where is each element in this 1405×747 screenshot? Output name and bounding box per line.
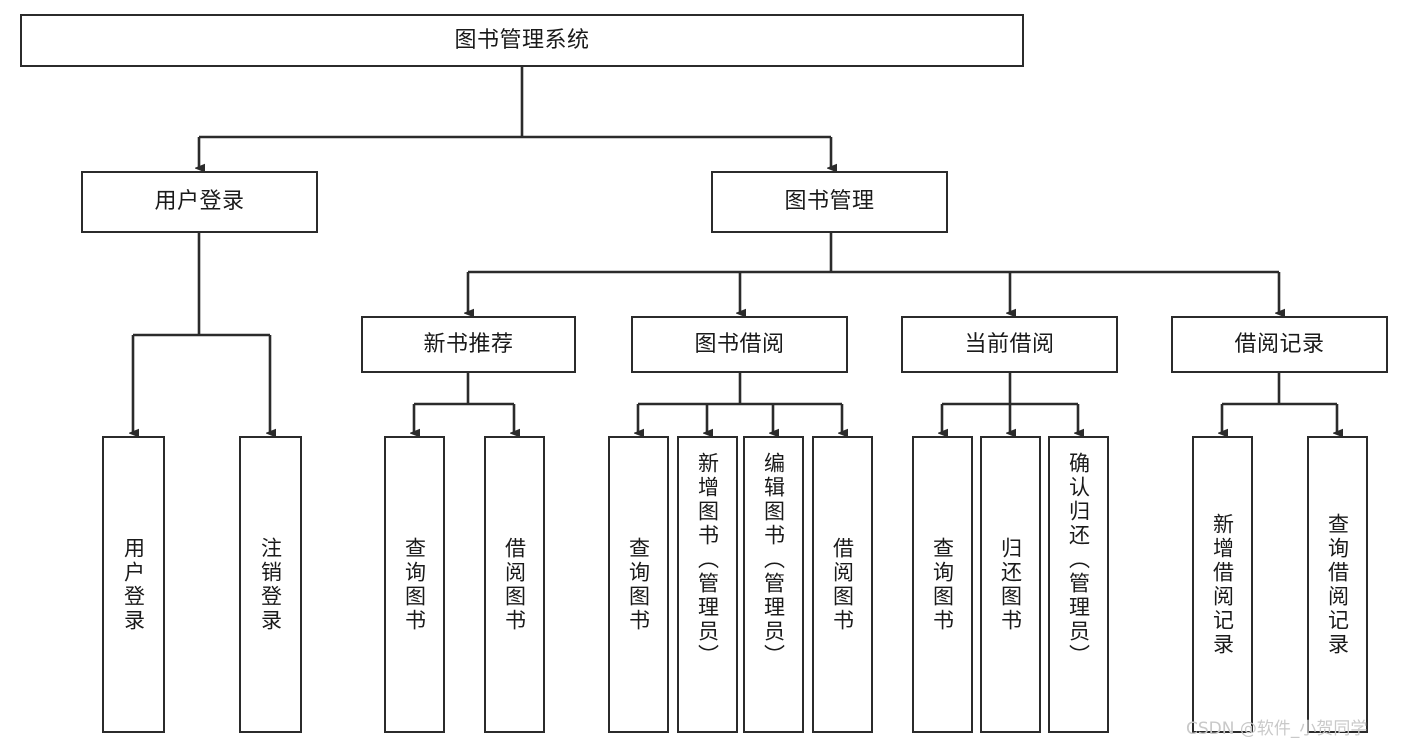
node-leaf-borrow-book-new-label: 借阅图书 [502,536,527,633]
node-new-book-recommend-label: 新书推荐 [423,331,514,357]
node-leaf-add-borrow-record[interactable]: 新增借阅记录 [1192,436,1253,733]
node-borrow-record[interactable]: 借阅记录 [1171,316,1388,373]
node-leaf-edit-book-admin-label: 编辑图书（管理员） [761,452,786,668]
node-leaf-query-book-current[interactable]: 查询图书 [912,436,973,733]
node-leaf-query-borrow-record[interactable]: 查询借阅记录 [1307,436,1368,733]
node-user-login[interactable]: 用户登录 [81,171,318,233]
node-leaf-borrow-book[interactable]: 借阅图书 [812,436,873,733]
node-leaf-confirm-return-admin[interactable]: 确认归还（管理员） [1048,436,1109,733]
node-user-login-label: 用户登录 [154,189,245,214]
node-leaf-query-borrow-record-label: 查询借阅记录 [1325,512,1350,657]
csdn-watermark: CSDN @软件_小贺同学 [1186,719,1368,739]
node-borrow-record-label: 借阅记录 [1234,331,1325,357]
node-leaf-query-book-new[interactable]: 查询图书 [384,436,445,733]
node-book-management-label: 图书管理 [784,189,875,214]
node-book-borrow[interactable]: 图书借阅 [631,316,848,373]
node-current-borrow-label: 当前借阅 [964,331,1055,357]
node-current-borrow[interactable]: 当前借阅 [901,316,1118,373]
node-leaf-user-login[interactable]: 用户登录 [102,436,165,733]
node-leaf-add-book-admin[interactable]: 新增图书（管理员） [677,436,738,733]
node-leaf-query-book-borrow[interactable]: 查询图书 [608,436,669,733]
node-leaf-logout[interactable]: 注销登录 [239,436,302,733]
node-leaf-borrow-book-label: 借阅图书 [830,536,855,633]
node-leaf-return-book-label: 归还图书 [998,536,1023,633]
node-leaf-add-borrow-record-label: 新增借阅记录 [1210,512,1235,657]
node-leaf-add-book-admin-label: 新增图书（管理员） [695,452,720,668]
node-leaf-borrow-book-new[interactable]: 借阅图书 [484,436,545,733]
node-book-management[interactable]: 图书管理 [711,171,948,233]
node-root-label: 图书管理系统 [454,27,590,53]
node-leaf-return-book[interactable]: 归还图书 [980,436,1041,733]
node-root[interactable]: 图书管理系统 [20,14,1024,67]
node-leaf-query-book-new-label: 查询图书 [402,536,427,633]
node-leaf-query-book-borrow-label: 查询图书 [626,536,651,633]
node-leaf-user-login-label: 用户登录 [121,536,146,633]
node-leaf-logout-label: 注销登录 [258,536,283,633]
node-book-borrow-label: 图书借阅 [694,331,785,357]
node-leaf-confirm-return-admin-label: 确认归还（管理员） [1066,452,1091,668]
node-new-book-recommend[interactable]: 新书推荐 [361,316,576,373]
node-leaf-query-book-current-label: 查询图书 [930,536,955,633]
node-leaf-edit-book-admin[interactable]: 编辑图书（管理员） [743,436,804,733]
